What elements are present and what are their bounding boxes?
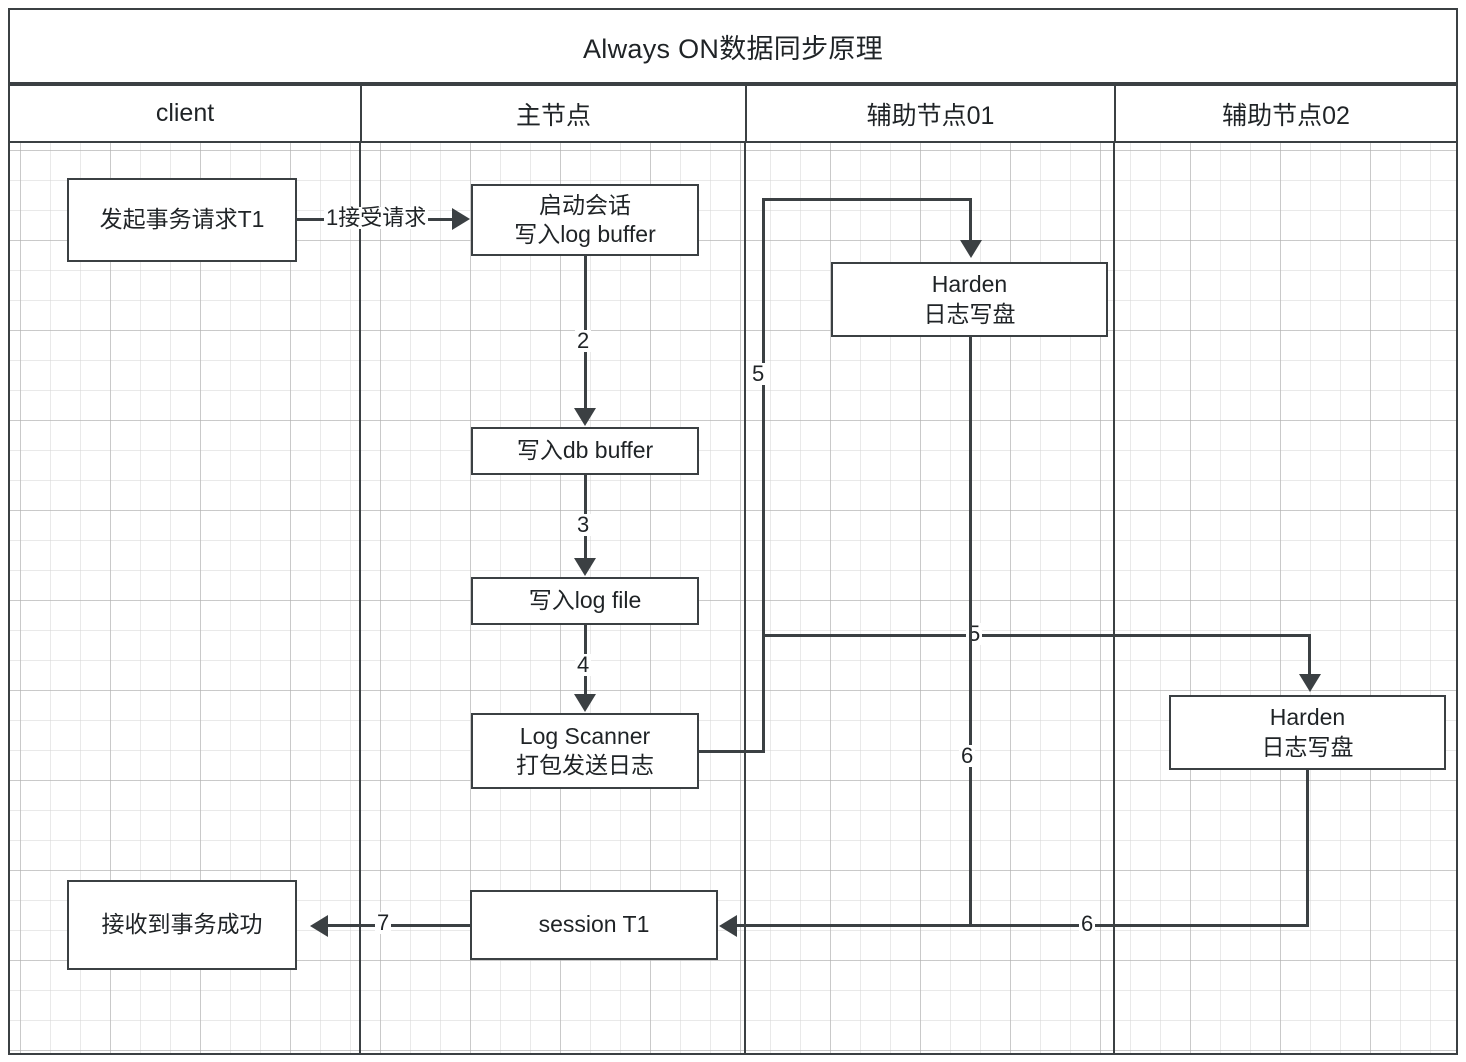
edge-7-label: 7 (375, 910, 392, 935)
edge-6b-seg-down (1306, 770, 1309, 927)
edge-5a-arrowhead (960, 240, 982, 258)
edge-3-arrowhead (574, 558, 596, 576)
node-db-buffer[interactable]: 写入db buffer (471, 427, 699, 475)
edge-2-arrowhead (574, 408, 596, 426)
swimlane-header-row: client 主节点 辅助节点01 辅助节点02 (8, 84, 1458, 143)
edge-3-label: 3 (575, 512, 592, 537)
lane-header-primary: 主节点 (362, 86, 747, 141)
edge-5b-seg-right (762, 634, 1311, 637)
edge-5a-seg-top (762, 198, 972, 201)
node-request[interactable]: 发起事务请求T1 (67, 178, 297, 262)
node-log-file[interactable]: 写入log file (471, 577, 699, 625)
lane-header-secondary02: 辅助节点02 (1116, 86, 1456, 141)
node-log-scanner[interactable]: Log Scanner 打包发送日志 (471, 713, 699, 789)
lane-separator-3 (1113, 143, 1115, 1055)
edge-2-label: 2 (575, 328, 592, 353)
lane-header-secondary01: 辅助节点01 (747, 86, 1116, 141)
edge-6a-arrowhead (719, 915, 737, 937)
edge-4-label: 4 (575, 652, 592, 677)
node-received[interactable]: 接收到事务成功 (67, 880, 297, 970)
edge-7-line (327, 924, 470, 927)
edge-7-arrowhead (310, 915, 328, 937)
edge-6a-seg-down (969, 337, 972, 927)
edge-1-label: 1接受请求 (324, 205, 429, 230)
node-harden-02[interactable]: Harden 日志写盘 (1169, 695, 1446, 770)
node-session-t1[interactable]: session T1 (470, 890, 718, 960)
edge-5a-seg-up (762, 198, 765, 753)
edge-5b-arrowhead (1299, 674, 1321, 692)
node-start-session[interactable]: 启动会话 写入log buffer (471, 184, 699, 256)
lane-separator-2 (744, 143, 746, 1055)
edge-6a-label: 6 (959, 743, 976, 768)
edge-6a-seg-left (735, 924, 972, 927)
edge-5a-label: 5 (750, 361, 767, 386)
edge-1-arrowhead (452, 208, 470, 230)
lane-separator-1 (359, 143, 361, 1055)
edge-5a-seg-down (969, 198, 972, 243)
diagram-title: Always ON数据同步原理 (8, 8, 1458, 84)
edge-5a-seg-right (699, 750, 765, 753)
edge-6b-label: 6 (1079, 911, 1096, 936)
node-harden-01[interactable]: Harden 日志写盘 (831, 262, 1108, 337)
edge-6b-seg-left (969, 924, 1309, 927)
edge-4-arrowhead (574, 694, 596, 712)
edge-5b-seg-down (1308, 634, 1311, 676)
lane-header-client: client (10, 86, 362, 141)
